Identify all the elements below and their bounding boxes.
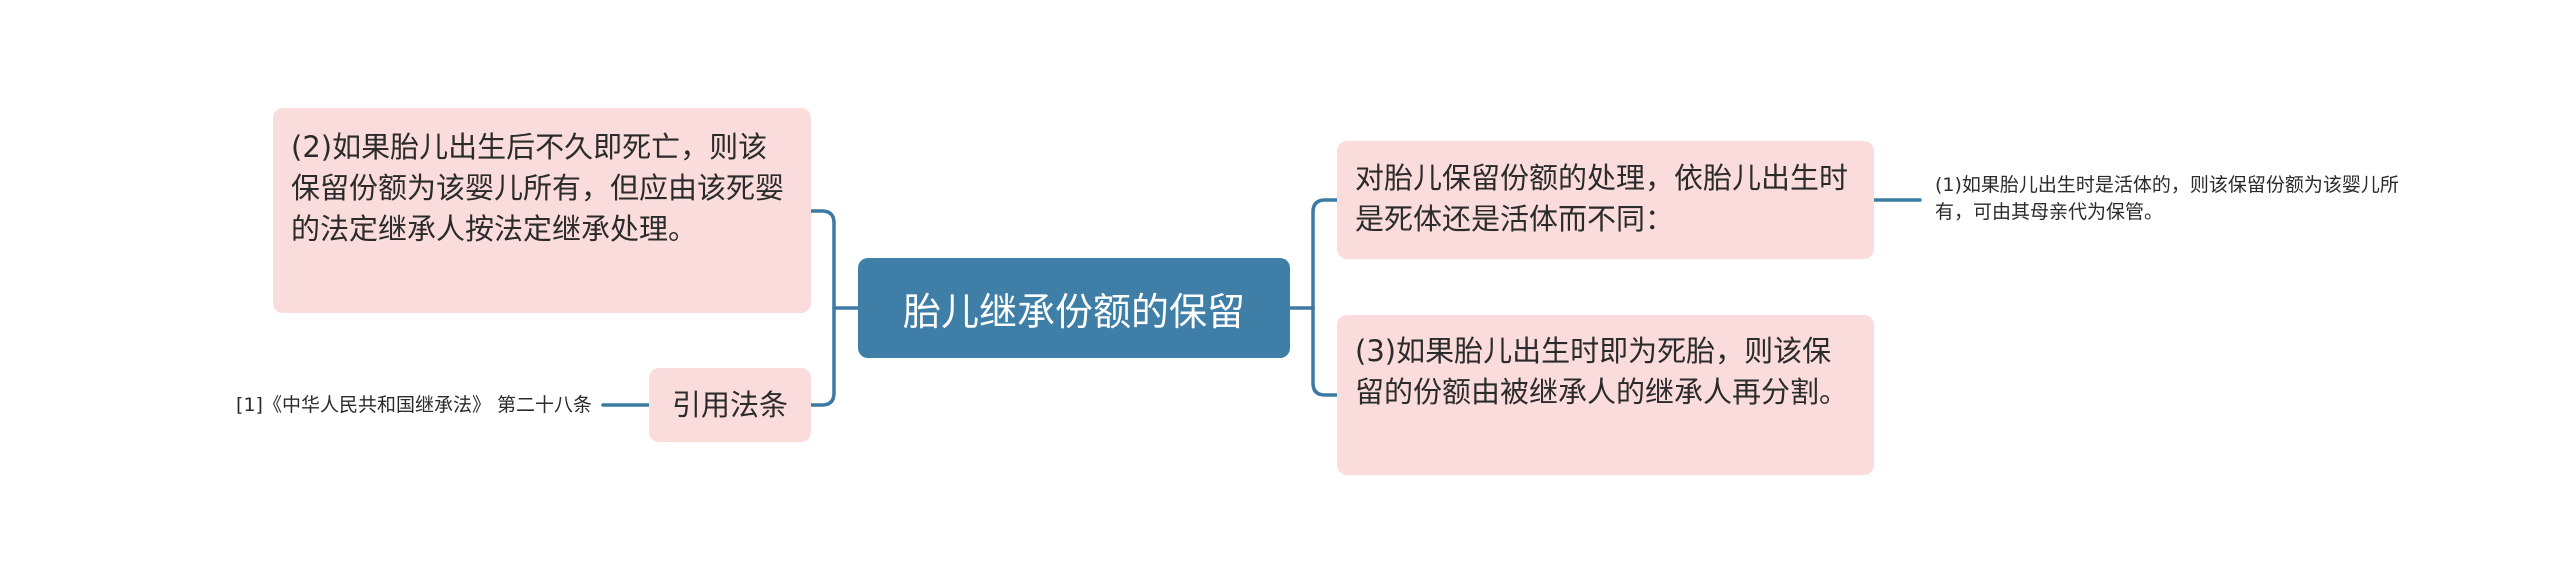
leaf-citation-reference-label: [1]《中华人民共和国继承法》 第二十八条 xyxy=(236,394,592,416)
branch-handling-label: 对胎儿保留份额的处理，依胎儿出生时是死体还是活体而不同： xyxy=(1355,161,1849,236)
branch-citation-label: 引用法条 xyxy=(671,387,788,422)
leaf-live-birth-label: (1)如果胎儿出生时是活体的，则该保留份额为该婴儿所有，可由其母亲代为保管。 xyxy=(1935,174,2399,223)
branch-citation[interactable]: 引用法条 xyxy=(649,368,811,442)
branch-death-after-birth-label: (2)如果胎儿出生后不久即死亡，则该保留份额为该婴儿所有，但应由该死婴的法定继承… xyxy=(291,130,785,246)
connector-left-bottom xyxy=(809,306,836,407)
branch-handling[interactable]: 对胎儿保留份额的处理，依胎儿出生时是死体还是活体而不同： xyxy=(1337,141,1874,259)
connector-left-top xyxy=(809,209,836,310)
leaf-live-birth[interactable]: (1)如果胎儿出生时是活体的，则该保留份额为该婴儿所有，可由其母亲代为保管。 xyxy=(1935,172,2435,226)
branch-stillborn-label: (3)如果胎儿出生时即为死胎，则该保留的份额由被继承人的继承人再分割。 xyxy=(1355,334,1849,409)
connector-right-top xyxy=(1311,198,1340,310)
leaf-citation-reference[interactable]: [1]《中华人民共和国继承法》 第二十八条 xyxy=(122,392,592,419)
branch-death-after-birth[interactable]: (2)如果胎儿出生后不久即死亡，则该保留份额为该婴儿所有，但应由该死婴的法定继承… xyxy=(273,108,811,313)
branch-stillborn[interactable]: (3)如果胎儿出生时即为死胎，则该保留的份额由被继承人的继承人再分割。 xyxy=(1337,315,1874,475)
root-node[interactable]: 胎儿继承份额的保留 xyxy=(858,258,1290,358)
connector-right-bottom xyxy=(1311,306,1340,397)
root-node-label: 胎儿继承份额的保留 xyxy=(902,289,1245,334)
